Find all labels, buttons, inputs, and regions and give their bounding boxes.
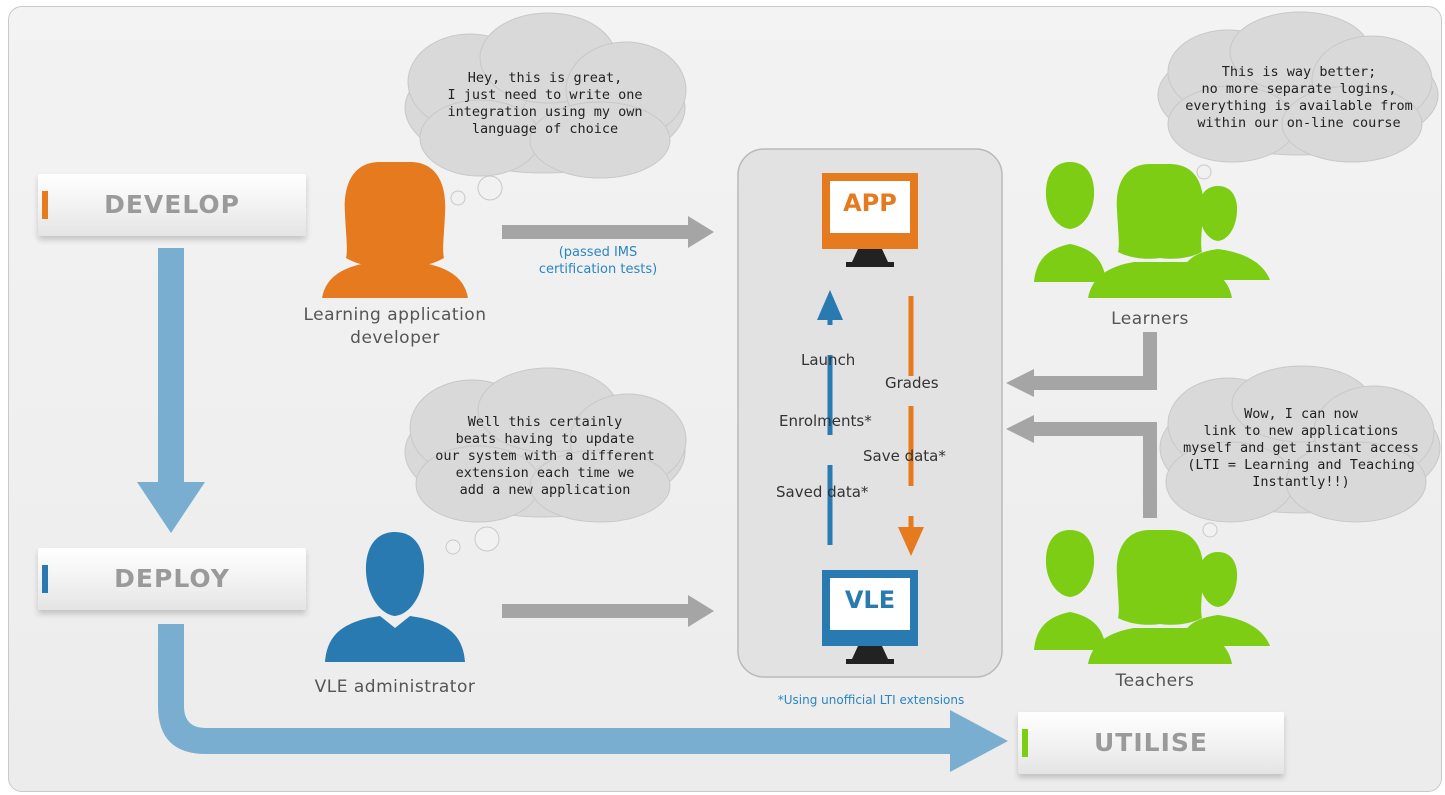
lti-system-box xyxy=(737,148,1003,678)
admin-bubble-text: Well this certainly beats having to upda… xyxy=(435,414,655,498)
developer-bubble-text: Hey, this is great, I just need to write… xyxy=(447,70,643,137)
developer-label: Learning application developer xyxy=(303,305,487,348)
developer-to-app-arrow xyxy=(502,216,714,248)
enrolments-label: Enrolments* xyxy=(779,412,872,430)
teachers-thought-bubble xyxy=(1159,365,1441,538)
admin-male-person-icon xyxy=(325,532,465,662)
deploy-color-bar xyxy=(42,565,48,593)
launch-label: Launch xyxy=(801,351,856,369)
vle-monitor-icon xyxy=(822,570,918,664)
develop-stage-box: DEVELOP xyxy=(38,174,306,236)
developer-thought-bubble xyxy=(404,12,687,206)
deploy-stage-label: DEPLOY xyxy=(114,564,230,593)
learners-group-icon xyxy=(1034,162,1270,298)
teachers-bubble-text: Wow, I can now link to new applications … xyxy=(1183,406,1419,490)
learners-thought-bubble xyxy=(1157,11,1439,180)
teachers-label: Teachers xyxy=(1115,671,1195,691)
learners-label: Learners xyxy=(1111,309,1189,329)
admin-label: VLE administrator xyxy=(314,677,476,697)
develop-stage-label: DEVELOP xyxy=(104,190,240,219)
app-label: APP xyxy=(843,189,897,217)
vle-to-app-flow-arrow xyxy=(817,290,843,545)
vle-label: VLE xyxy=(844,586,896,614)
admin-thought-bubble xyxy=(404,367,687,555)
admin-to-vle-arrow xyxy=(502,595,714,627)
app-monitor-icon xyxy=(822,173,918,267)
footnote: *Using unofficial LTI extensions xyxy=(777,693,965,707)
develop-color-bar xyxy=(42,191,48,219)
learners-to-system-arrow xyxy=(1006,332,1157,397)
utilise-stage-label: UTILISE xyxy=(1094,728,1208,757)
deploy-stage-box: DEPLOY xyxy=(38,548,306,610)
develop-to-deploy-arrow xyxy=(137,248,205,533)
learners-bubble-text: This is way better; no more separate log… xyxy=(1185,64,1413,131)
utilise-stage-box: UTILISE xyxy=(1018,712,1284,774)
teachers-group-icon xyxy=(1034,530,1270,664)
utilise-color-bar xyxy=(1022,729,1028,757)
deploy-to-utilise-arrow xyxy=(158,624,1008,772)
teachers-to-system-arrow xyxy=(1006,415,1157,518)
saved-data-label: Saved data* xyxy=(776,483,869,501)
grades-label: Grades xyxy=(885,374,939,392)
save-data-label: Save data* xyxy=(863,447,946,465)
app-to-vle-flow-arrow xyxy=(898,296,924,556)
certification-note: (passed IMS certification tests) xyxy=(538,245,658,277)
developer-female-person-icon xyxy=(322,162,468,298)
